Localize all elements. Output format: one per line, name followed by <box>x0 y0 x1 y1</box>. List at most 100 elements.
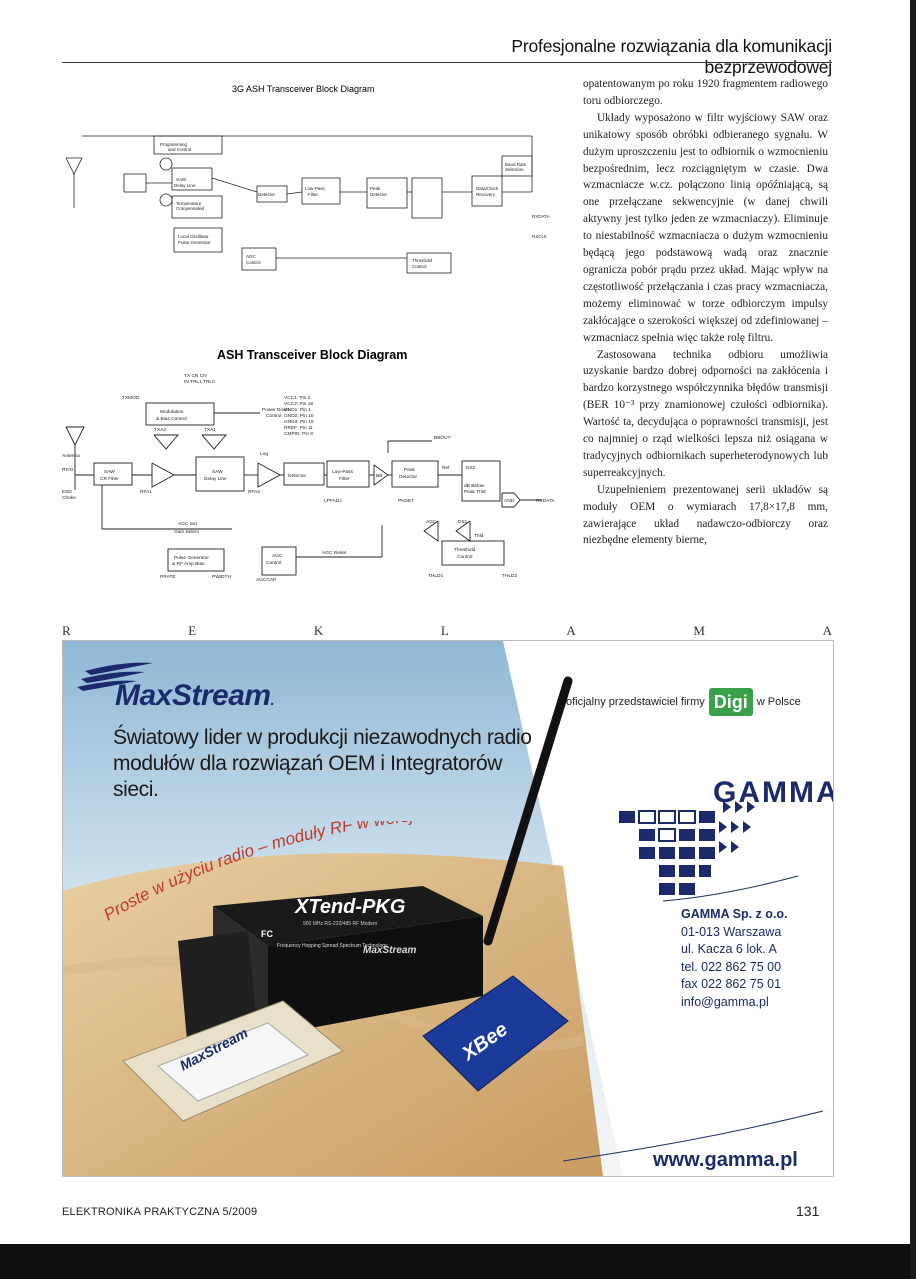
bd-rfio: RFIO <box>62 467 74 473</box>
bd-agccap: AGCCAP <box>256 577 276 583</box>
svg-text:Pulse Generator: Pulse Generator <box>178 240 211 245</box>
bd-gain-select: Gain Select <box>174 529 199 535</box>
header-rule <box>62 62 832 63</box>
bd-vcc1: VCC1: Pin 2 <box>284 395 311 401</box>
footer-magazine: ELEKTRONIKA PRAKTYCZNA 5/2009 <box>62 1206 258 1218</box>
bd-and: AND <box>504 498 515 504</box>
svg-text:Detector: Detector <box>258 192 276 197</box>
svg-text:Peak: Peak <box>370 186 381 191</box>
svg-text:Detector: Detector <box>370 192 388 197</box>
digi-text-after: w Polsce <box>756 696 801 708</box>
bd-agc: AGC <box>426 519 437 525</box>
bd-threshold: Threshold <box>454 547 476 553</box>
svg-text:SAW: SAW <box>176 177 187 182</box>
reklama-letter: L <box>440 623 449 638</box>
reklama-letter: R <box>62 623 71 638</box>
xtend-label: XTend-PKG <box>294 896 405 918</box>
bd-gnd1: GND1: Pin 1 <box>284 407 311 413</box>
maxstream-logo-text: MaxStream <box>115 679 271 712</box>
bd-bbout: BBOUT <box>434 435 451 441</box>
address-email[interactable]: info@gamma.pl <box>681 994 769 1009</box>
xtend-modem-icon <box>178 886 483 1051</box>
svg-text:and Control: and Control <box>168 147 191 152</box>
maxstream-logo: MaxStream. <box>115 679 275 712</box>
bd-bb: BB <box>376 473 382 479</box>
address-company: GAMMA Sp. z o.o. <box>681 907 788 921</box>
svg-text:Threshold: Threshold <box>412 258 433 263</box>
reklama-letter: E <box>188 623 197 638</box>
bd-power-down: Power Down <box>262 407 290 413</box>
ad-arc-text: Proste w użyciu radio – moduły RF w wers… <box>103 821 415 924</box>
bd-agc-set: AGC Set <box>178 521 198 527</box>
svg-text:Programming: Programming <box>160 142 188 147</box>
gamma-logo-icon <box>619 801 755 895</box>
address-fax: fax 022 862 75 01 <box>681 977 782 991</box>
ad-tagline: Światowy lider w produkcji niezawodnych … <box>113 726 532 801</box>
ad-background: XTend-PKG 900 MHz RS-232/485 RF Modem FC… <box>63 641 824 1176</box>
xbee-module-icon <box>422 975 569 1092</box>
reklama-letter: M <box>693 623 705 638</box>
bd-thld2: THLD2 <box>502 573 518 579</box>
svg-text:Filter: Filter <box>308 192 319 197</box>
bd-filter: Filter <box>339 476 350 482</box>
bd-peak-det: Detector <box>399 474 418 480</box>
bd-cmpin: CMPIN: Pin 8 <box>284 431 313 437</box>
top-diagram-title: 3G ASH Transceiver Block Diagram <box>232 84 375 94</box>
bd-agc-control2: Control <box>266 560 281 566</box>
bd-pins-top: TX CN CN <box>184 373 207 379</box>
bd-esd: ESD <box>62 489 72 495</box>
reklama-letter: A <box>566 623 576 638</box>
arc-text-path: Proste w użyciu radio – moduły RF w wers… <box>103 821 415 924</box>
svg-text:Selection: Selection <box>505 167 524 172</box>
article-paragraph: Układy wyposażono w filtr wyjściowy SAW … <box>583 111 828 344</box>
bd-vcc2: VCC2: Pin 16 <box>284 401 313 407</box>
reklama-label: R E K L A M A <box>62 623 832 639</box>
svg-text:Baud Rate: Baud Rate <box>505 162 527 167</box>
address-city: 01-013 Warszawa <box>681 924 782 939</box>
bd-pulse-gen: Pulse Generator <box>174 555 209 561</box>
bd-ds1: DS1 <box>458 519 468 525</box>
xtend-sub: 900 MHz RS-232/485 RF Modem <box>303 921 377 927</box>
svg-text:Low-Pass: Low-Pass <box>305 186 326 191</box>
gamma-address: GAMMA Sp. z o.o. 01-013 Warszawa ul. Kac… <box>681 906 787 1011</box>
bd-pwidth: PWIDTH <box>212 574 231 580</box>
bd-ref: Ref <box>442 465 450 471</box>
top-block-diagram: 3G ASH Transceiver Block Diagram Program… <box>65 84 550 274</box>
bd-rxdata: RXDATA <box>536 498 556 504</box>
bd-thld: Thld <box>474 533 484 539</box>
bd-rf-amp-bias: & RF Amp Bias <box>172 561 205 567</box>
advertisement: XTend-PKG 900 MHz RS-232/485 RF Modem FC… <box>62 640 834 1177</box>
page-header-title: Profesjonalne rozwiązania dla komunikacj… <box>511 36 832 77</box>
article-paragraph: Zastosowana technika odbioru umożliwia u… <box>583 348 828 479</box>
svg-text:Local Oscillator: Local Oscillator <box>178 234 209 239</box>
bd-agc-reset: AGC Reset <box>322 550 347 556</box>
svg-text:Recovery: Recovery <box>476 192 496 197</box>
reklama-letter: A <box>822 623 832 638</box>
radio-module-icon <box>122 1000 344 1122</box>
bd-rfa1: RFA1 <box>140 489 152 495</box>
bd-detector: Detector <box>288 473 307 479</box>
bd-gnd2: GND2: Pin 10 <box>284 413 314 419</box>
bd-lowpass: Low-Pass <box>332 469 354 475</box>
article-paragraph: Uzupełnieniem prezentowanej serii układó… <box>583 483 828 547</box>
bd-modulation: Modulation <box>160 409 184 415</box>
digi-logo: Digi <box>708 688 753 716</box>
address-tel: tel. 022 862 75 00 <box>681 959 782 974</box>
svg-text:RXCLK: RXCLK <box>532 234 547 239</box>
svg-text:AGC: AGC <box>246 254 257 259</box>
footer-page-number: 131 <box>796 1203 820 1219</box>
fc-label: FC <box>261 929 273 939</box>
bd-gnd3: GND3: Pin 19 <box>284 419 314 425</box>
gamma-website-link[interactable]: www.gamma.pl <box>653 1149 798 1171</box>
bd-lpfadj: LPFADJ <box>324 498 342 504</box>
bd-choke: Choke <box>62 495 76 501</box>
svg-text:Compensated: Compensated <box>176 206 205 211</box>
bd-rref: RREF: Pin 11 <box>284 425 313 431</box>
bd-txmod: TXMOD <box>122 395 140 401</box>
article-column: opatentowanym po roku 1920 fragmentem ra… <box>583 76 828 549</box>
bd-control: Control <box>266 413 281 419</box>
scan-right-edge <box>910 0 916 1279</box>
xtend-maxstream-label: MaxStream <box>363 945 416 956</box>
bd-db-below: dB Below <box>464 483 485 489</box>
svg-text:Data/Clock: Data/Clock <box>476 186 499 191</box>
